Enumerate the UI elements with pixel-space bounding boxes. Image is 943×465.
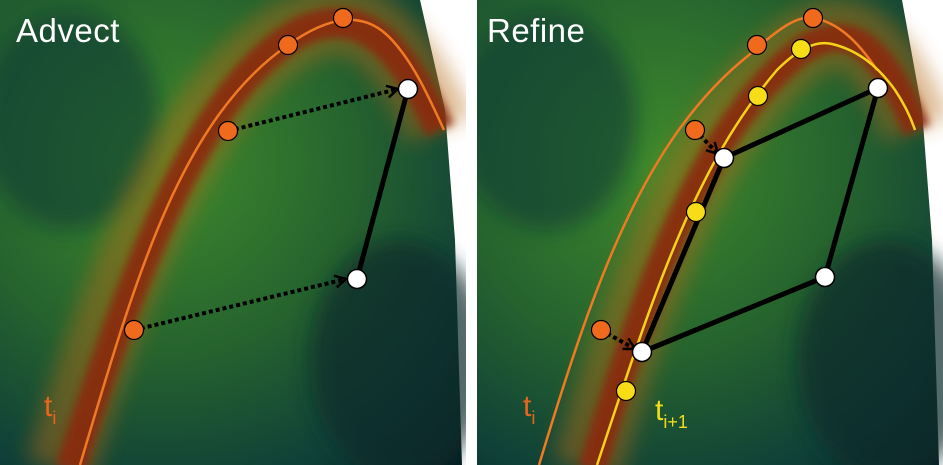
refine-panel: Refine ti ti+1 [477,0,943,465]
white-point-upper-left [713,147,735,169]
white-point-top-right [867,77,889,99]
orange-point-2 [746,34,768,56]
orange-point-3 [684,119,706,141]
white-point-lower [346,268,368,290]
orange-point-2 [277,34,299,56]
panel-title-advect: Advect [16,12,120,49]
orange-point-1 [332,7,354,29]
yellow-point-3 [685,201,707,223]
refine-field-svg [477,0,943,465]
dark-region-upper [477,10,637,230]
yellow-point-4 [615,380,637,402]
orange-point-1 [802,7,824,29]
dark-region [797,240,943,465]
advected-edge [354,88,411,280]
advect-panel: Advect ti [0,0,466,465]
label-t-i-left: ti [44,390,57,428]
dark-region-upper [0,10,160,230]
dark-region [310,240,466,465]
ridge-core [55,8,454,465]
yellow-point-1 [790,38,812,60]
orange-point-3 [217,120,239,142]
white-point-upper [397,78,419,100]
orange-point-4 [590,319,612,341]
yellow-point-2 [747,85,769,107]
label-t-i-plus-1: ti+1 [655,394,688,432]
advect-arrow-lower [133,279,346,332]
curve-t-i [537,16,879,465]
label-t-i-right: ti [523,390,536,428]
advect-arrow-upper [227,89,398,133]
advect-field-svg [0,0,466,465]
panel-title-refine: Refine [487,12,586,49]
refine-arrow-upper [693,128,718,154]
white-point-lower-right [814,266,836,288]
white-point-lower-left [631,341,653,363]
orange-point-4 [123,319,145,341]
